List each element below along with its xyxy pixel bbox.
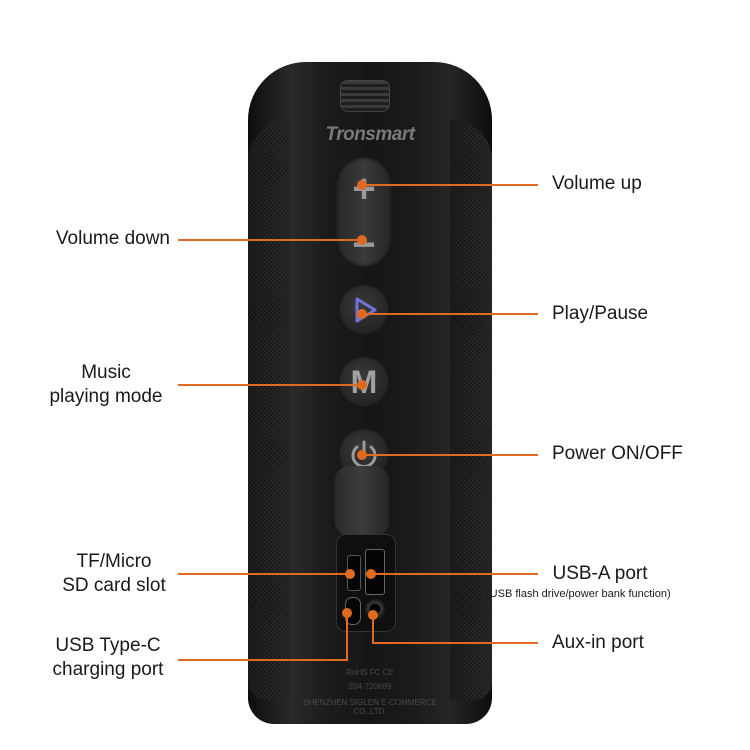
port-cover-flap[interactable] (335, 466, 389, 536)
callout-dot-tf-slot (345, 569, 355, 579)
callout-line-power (362, 454, 538, 456)
callout-line-usb-a (371, 573, 538, 575)
callout-line-aux (374, 642, 538, 644)
callout-line-volume-up (362, 184, 538, 186)
label-play-pause: Play/Pause (552, 303, 649, 324)
volume-down-button[interactable]: − (352, 223, 376, 267)
strap-loop (340, 80, 390, 112)
label-tf-slot-line2: SD card slot (62, 575, 166, 596)
label-aux: Aux-in port (552, 632, 644, 653)
callout-dot-volume-down (357, 235, 367, 245)
label-volume-down: Volume down (55, 228, 170, 249)
certification-marks: RoHS FC CE (346, 668, 394, 677)
speaker-body: Tronsmart + − M RoHS FC CE 204-720689 (248, 62, 492, 724)
callout-line-usb-c (178, 659, 348, 661)
callout-dot-music-mode (357, 380, 367, 390)
callout-line-aux-vertical (372, 616, 374, 644)
callout-dot-power (357, 450, 367, 460)
label-usb-a-note: (USB flash drive/power bank function) (486, 588, 671, 600)
callout-line-tf-slot (178, 573, 352, 575)
label-tf-slot-line1: TF/Micro (76, 551, 152, 572)
certification-number: 204-720689 (348, 682, 392, 691)
callout-dot-play-pause (357, 309, 367, 319)
label-music-mode-line1: Music (81, 362, 131, 383)
callout-line-music-mode (178, 384, 364, 386)
callout-dot-aux (368, 610, 378, 620)
label-music-mode-line2: playing mode (49, 386, 163, 407)
callout-line-usb-c-vertical (346, 612, 348, 661)
manufacturer-text: SHENZHEN SIGLEN E-COMMERCE CO.,LTD. (303, 698, 437, 716)
label-usb-c-line1: USB Type-C (55, 635, 161, 656)
label-usb-c-line2: charging port (52, 659, 164, 680)
callout-line-volume-down (178, 239, 364, 241)
label-power: Power ON/OFF (552, 443, 683, 464)
speaker-grille-right (450, 120, 492, 700)
callout-dot-usb-a (366, 569, 376, 579)
speaker-grille-left (248, 120, 290, 700)
callout-dot-volume-up (357, 180, 367, 190)
volume-rocker: + − (335, 157, 393, 267)
label-volume-up: Volume up (552, 173, 642, 194)
callout-dot-usb-c (342, 608, 352, 618)
brand-logo: Tronsmart (325, 124, 415, 145)
callout-line-play-pause (362, 313, 538, 315)
label-usb-a: USB-A port (552, 563, 648, 584)
